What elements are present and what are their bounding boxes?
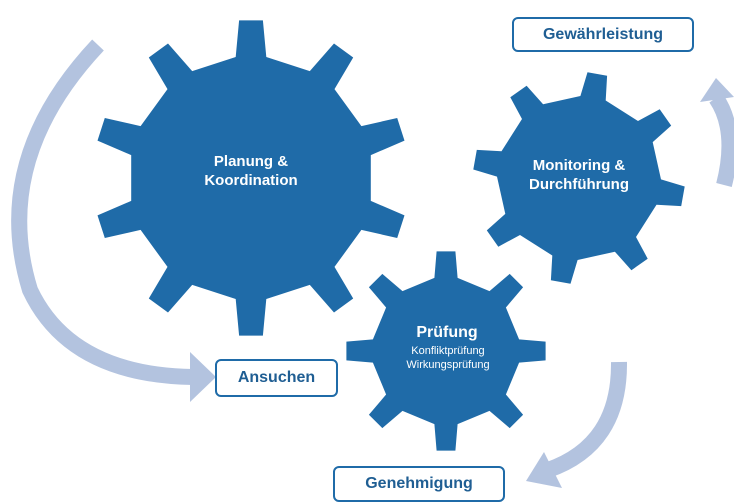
gear-pruefung-sub1: Konfliktprüfung	[411, 345, 484, 357]
label-gewaehrleistung: Gewährleistung	[512, 17, 694, 52]
arrowhead-genehmigung	[526, 452, 562, 488]
gear-planung-koordination	[97, 20, 405, 336]
arrowhead-ansuchen	[190, 352, 216, 402]
label-genehmigung: Genehmigung	[333, 466, 505, 502]
arrow-right-to-genehmigung	[545, 361, 628, 478]
gear-planung-line1: Planung &	[214, 153, 288, 170]
arrow-left-to-ansuchen	[11, 39, 194, 385]
gear-monitoring-durchfuehrung	[473, 72, 685, 284]
label-ansuchen: Ansuchen	[215, 359, 338, 397]
gear-monitoring-line1: Monitoring &	[533, 157, 626, 174]
gear-monitoring-line2: Durchführung	[529, 176, 629, 193]
gear-pruefung-sub2: Wirkungsprüfung	[406, 359, 489, 371]
gear-pruefung	[346, 251, 546, 451]
arrowhead-gewaehrleistung	[700, 78, 734, 102]
gear-pruefung-title: Prüfung	[416, 324, 477, 341]
arrow-right-to-gewaehrleistung	[709, 93, 734, 187]
gear-planung-line2: Koordination	[204, 172, 297, 189]
